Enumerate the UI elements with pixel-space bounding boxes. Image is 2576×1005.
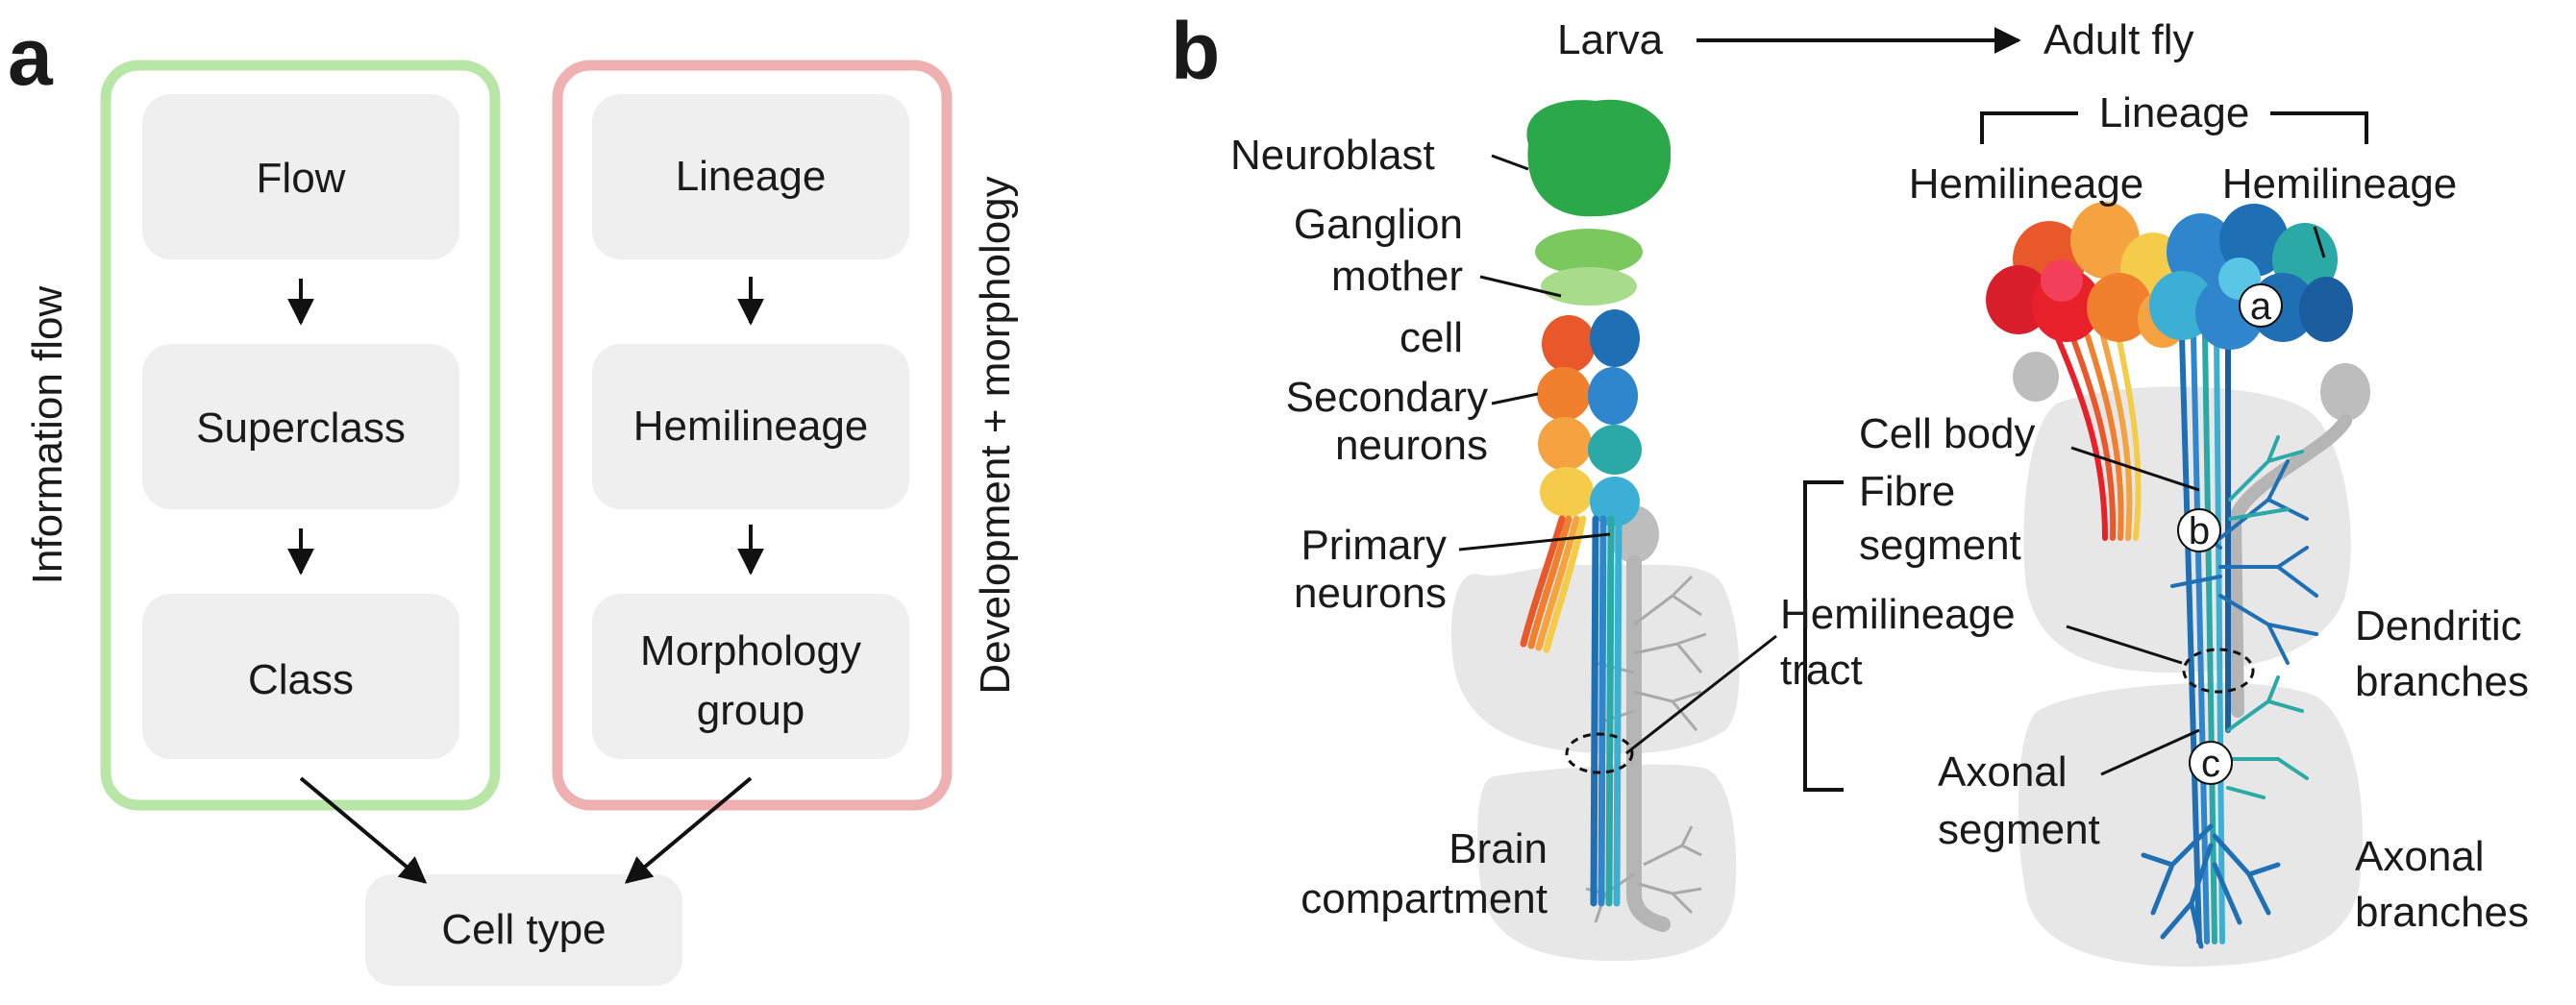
axonal-seg-label-1: Axonal	[1938, 748, 2068, 796]
hemilineage-left-label: Hemilineage	[1909, 160, 2144, 208]
lineage-box-label: Lineage	[676, 153, 827, 200]
development-morphology-label: Development + morphology	[972, 176, 1019, 694]
secondary-neuron-amber	[1538, 417, 1592, 471]
marker-a-label: a	[2250, 285, 2272, 328]
marker-b-label: b	[2189, 510, 2210, 552]
secondary-neuron-orange	[1537, 367, 1591, 421]
dendritic-label-2: branches	[2355, 658, 2529, 705]
development-morphology-group	[552, 60, 953, 811]
gmc-cell-2	[1541, 267, 1637, 306]
secondary-label-1: Secondary	[1286, 374, 1488, 421]
secondary-neuron-blue-2	[1588, 367, 1638, 425]
lineage-bracket	[1980, 111, 2368, 144]
secondary-neuron-yellow	[1540, 467, 1594, 517]
tract-leader-adult	[2066, 625, 2183, 665]
gmc-label-2: mother	[1331, 253, 1463, 300]
secondary-leader	[1491, 392, 1539, 405]
tract-label-2: tract	[1780, 647, 1863, 694]
secondary-neuron-teal	[1588, 425, 1642, 475]
axonal-branches-label-2: branches	[2355, 889, 2529, 936]
adult-fly-label: Adult fly	[2043, 16, 2194, 63]
lineage-label: Lineage	[2099, 89, 2250, 136]
morphology-group-label-2: group	[697, 687, 805, 734]
class-box	[142, 594, 459, 759]
larva-diagram	[1450, 99, 1740, 961]
hemilineage-box-label: Hemilineage	[633, 403, 869, 450]
hemilineage-right-leader	[2313, 226, 2326, 258]
fibre-label-1: Fibre	[1859, 468, 1955, 515]
adult-tract-ring	[2182, 648, 2255, 694]
flow-box-label: Flow	[257, 155, 346, 202]
primary-label-1: Primary	[1300, 522, 1447, 569]
neuroblast-label: Neuroblast	[1230, 132, 1435, 179]
larva-label: Larva	[1557, 16, 1664, 63]
tract-bracket	[1803, 480, 1844, 792]
tract-label-1: Hemilineage	[1780, 591, 2016, 638]
information-flow-label: Information flow	[24, 285, 71, 584]
panel-b-letter: b	[1171, 6, 1220, 96]
gmc-leader	[1479, 275, 1562, 298]
secondary-neuron-cyan	[1590, 477, 1640, 527]
adult-lower-compartment	[2018, 682, 2363, 968]
adult-grey-cell-right	[2320, 363, 2370, 421]
axonal-seg-leader	[2100, 728, 2200, 776]
marker-c-label: c	[2201, 743, 2220, 785]
marker-b-circle	[2177, 508, 2221, 552]
neuroblast-cell	[1526, 99, 1672, 217]
marker-c-circle	[2189, 741, 2233, 785]
adult-hemilineage-right	[2149, 204, 2353, 350]
morphology-group-label-1: Morphology	[640, 627, 861, 674]
adult-axonal-arbors	[2141, 675, 2309, 949]
panel-b: b Larva Adult fly	[1171, 6, 2529, 968]
lineage-box	[592, 94, 909, 259]
primary-leader	[1458, 532, 1611, 552]
dendritic-label-1: Dendritic	[2355, 602, 2522, 650]
compartment-label-1: Brain	[1449, 825, 1548, 872]
arrow-class-celltype	[299, 776, 428, 884]
gmc-cell-1	[1535, 229, 1643, 275]
secondary-label-2: neurons	[1335, 422, 1488, 469]
superclass-box-label: Superclass	[196, 404, 406, 452]
hemilineage-right-label: Hemilineage	[2222, 160, 2458, 208]
fibre-label-2: segment	[1859, 522, 2021, 569]
panel-a-letter: a	[8, 12, 54, 102]
hemilineage-box	[592, 344, 909, 509]
panel-a: a Information flow Development + morphol…	[8, 12, 1019, 986]
adult-fibre-bundles	[2054, 333, 2231, 944]
compartment-label-2: compartment	[1300, 875, 1548, 922]
cell-body-leader	[2070, 446, 2200, 492]
axonal-seg-label-2: segment	[1938, 806, 2100, 853]
adult-grey-cell-left	[2013, 352, 2059, 402]
arrow-morphology-celltype	[624, 776, 753, 884]
primary-label-2: neurons	[1294, 570, 1447, 617]
larva-tract-ring	[1565, 732, 1634, 774]
superclass-box	[142, 344, 459, 509]
class-box-label: Class	[248, 656, 354, 703]
gmc-label-1: Ganglion	[1294, 201, 1463, 248]
cell-type-box	[365, 874, 682, 986]
tract-leader-larva	[1625, 634, 1777, 755]
gmc-label-3: cell	[1399, 314, 1463, 361]
information-flow-group	[100, 60, 501, 811]
primary-neuron-fiber	[1626, 555, 1671, 932]
secondary-neuron-red	[1542, 315, 1596, 373]
cell-body-label: Cell body	[1859, 410, 2035, 457]
axonal-branches-label-1: Axonal	[2355, 833, 2485, 880]
morphology-group-box	[592, 594, 909, 759]
cell-type-label: Cell type	[441, 906, 606, 953]
marker-a-circle	[2239, 283, 2283, 328]
secondary-neuron-blue-1	[1590, 309, 1640, 367]
larva-fibre-bundles	[1520, 515, 1622, 907]
flow-box	[142, 94, 459, 259]
neuroblast-leader	[1491, 154, 1529, 171]
